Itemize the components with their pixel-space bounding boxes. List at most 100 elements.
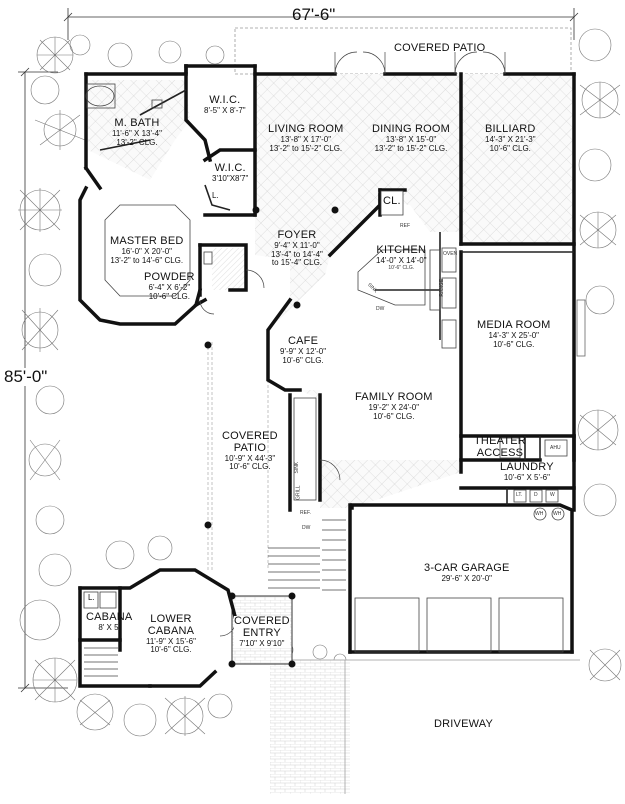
laundry-size: 10'-6" X 5'-6" bbox=[503, 472, 550, 482]
cafe-label: CAFE 9'-9" X 12'-0" 10'-6" CLG. bbox=[280, 335, 326, 365]
height-dimension: 85'-0" bbox=[4, 367, 48, 387]
master-bath-label: M. BATH 11'-6" X 13'-4" 13'-2" CLG. bbox=[112, 117, 162, 147]
master-bath-ceiling: 13'-2" CLG. bbox=[116, 137, 158, 147]
foyer-size: 9'-4" X 11'-0" bbox=[274, 240, 320, 250]
tile-floors bbox=[86, 74, 574, 508]
side-bench bbox=[576, 299, 586, 357]
media-ceiling: 10'-6" CLG. bbox=[493, 339, 535, 349]
grill-label: GRILL bbox=[295, 485, 302, 500]
wic1-label: W.I.C. 8'-5" X 8'-7" bbox=[204, 94, 246, 116]
covered-patio-top bbox=[234, 27, 572, 75]
garage-label: 3-CAR GARAGE 29'-6" X 20'-0" bbox=[424, 562, 510, 584]
kitchen-name: KITCHEN bbox=[376, 244, 427, 256]
covered-patio-center-ceiling: 10'-6" CLG. bbox=[229, 462, 271, 472]
kitchen-island bbox=[357, 249, 426, 306]
laundry-name: LAUNDRY bbox=[500, 461, 554, 473]
powder-size: 6'-4" X 6'-2" bbox=[148, 282, 191, 292]
plant-cluster-bottom-left bbox=[19, 535, 233, 737]
driveway-label: DRIVEWAY bbox=[434, 718, 494, 730]
garage-door-2 bbox=[426, 597, 492, 653]
lower-cabana-ceiling: 10'-6" CLG. bbox=[150, 645, 192, 655]
wh2-label: WH bbox=[553, 511, 562, 517]
media-name: MEDIA ROOM bbox=[477, 319, 551, 331]
dining-size: 13'-8" X 15'-0" bbox=[385, 134, 437, 144]
family-size: 19'-2" X 24'-0" bbox=[368, 402, 420, 412]
covered-patio-center-label: COVERED PATIO 10'-9" X 44'-3" 10'-6" CLG… bbox=[222, 430, 278, 472]
range-label: RANGE bbox=[439, 278, 446, 297]
wic1-name: W.I.C. bbox=[209, 94, 241, 106]
landscape-plants bbox=[18, 28, 622, 737]
living-ceiling: 13'-2" to 15'-2" CLG. bbox=[269, 143, 343, 153]
covered-patio-center-name2: PATIO bbox=[233, 441, 267, 454]
garage-door-3 bbox=[498, 597, 564, 653]
garage-name: 3-CAR GARAGE bbox=[424, 562, 510, 574]
columns bbox=[204, 206, 339, 668]
billiard-label: BILLIARD 14'-3" X 21'-3" 10'-6" CLG. bbox=[485, 123, 536, 153]
covered-patio-center-size: 10'-9" X 44'-3" bbox=[224, 453, 276, 463]
powder-ceiling: 10'-6" CLG. bbox=[148, 291, 190, 301]
covered-entry-name1: COVERED bbox=[234, 615, 290, 627]
cabana-label: CABANA 8' X 5' bbox=[86, 611, 133, 633]
covered-entry-label: COVERED ENTRY 7'10" X 9'10" bbox=[234, 615, 290, 649]
bathtub bbox=[85, 85, 115, 107]
living-label: LIVING ROOM 13'-8" X 17'-0" 13'-2" to 15… bbox=[268, 123, 344, 153]
fixtures bbox=[83, 83, 568, 677]
dw2-label: DW bbox=[302, 525, 311, 531]
foyer-ceiling2: to 15'-4" CLG. bbox=[271, 258, 323, 268]
garage-door-1 bbox=[354, 597, 420, 653]
media-label: MEDIA ROOM 14'-3" X 25'-0" 10'-6" CLG. bbox=[477, 319, 551, 349]
dw-label: DW bbox=[376, 306, 385, 312]
wic2-name: W.I.C. bbox=[214, 162, 246, 174]
laundry-label: LAUNDRY 10'-6" X 5'-6" bbox=[500, 461, 554, 483]
ref-label: REF bbox=[400, 223, 410, 229]
foyer-name: FOYER bbox=[277, 229, 317, 241]
covered-entry-name2: ENTRY bbox=[242, 626, 281, 639]
closet-label: CL. bbox=[383, 195, 401, 207]
plant-cluster-left bbox=[18, 188, 65, 535]
d-label: D bbox=[534, 492, 538, 498]
cabana-name: CABANA bbox=[86, 611, 133, 623]
ahu-label: AHU bbox=[550, 445, 561, 451]
lt-label: LT. bbox=[516, 492, 523, 498]
covered-patio-center-name1: COVERED bbox=[222, 430, 278, 442]
cabana-size: 8' X 5' bbox=[98, 622, 121, 632]
covered-entry-size: 7'10" X 9'10" bbox=[239, 638, 285, 648]
plant-cluster-right bbox=[577, 28, 622, 682]
master-bed-octagon bbox=[104, 204, 191, 297]
lower-cabana-name2: CABANA bbox=[147, 624, 195, 637]
lower-cabana-name1: LOWER bbox=[150, 613, 192, 625]
linen2-label: L. bbox=[88, 593, 95, 602]
theater-name2: ACCESS bbox=[476, 446, 524, 459]
foyer-ceiling: 13'-4" to 14'-4" bbox=[271, 249, 323, 259]
doors bbox=[199, 51, 506, 637]
sink2-label: SINK bbox=[294, 461, 301, 474]
lower-cabana-label: LOWER CABANA 11'-9" X 15'-6" 10'-6" CLG. bbox=[146, 613, 196, 655]
kitchen-ceiling: 10'-6" CLG. bbox=[388, 264, 415, 271]
cafe-ceiling: 10'-6" CLG. bbox=[282, 355, 324, 365]
billiard-name: BILLIARD bbox=[485, 123, 536, 135]
driveway-area bbox=[270, 659, 580, 794]
family-label: FAMILY ROOM 19'-2" X 24'-0" 10'-6" CLG. bbox=[355, 391, 433, 421]
living-name: LIVING ROOM bbox=[268, 123, 344, 135]
master-bath-size: 11'-6" X 13'-4" bbox=[112, 128, 162, 138]
width-dimension: 67'-6" bbox=[292, 5, 336, 24]
cafe-name: CAFE bbox=[287, 335, 319, 347]
w-label: W bbox=[550, 492, 555, 498]
wic2-size: 3'10"X8'7" bbox=[212, 173, 249, 183]
kitchen-size: 14'-0" X 14'-0" bbox=[376, 255, 427, 265]
powder-name: POWDER bbox=[144, 271, 195, 283]
stairs-entry bbox=[268, 547, 320, 589]
media-size: 14'-3" X 25'-0" bbox=[488, 330, 540, 340]
dining-ceiling: 13'-2" to 15'-2" CLG. bbox=[374, 143, 448, 153]
covered-patio-top-label: COVERED PATIO bbox=[394, 42, 486, 54]
theater-name1: THEATER bbox=[474, 435, 526, 447]
living-size: 13'-8" X 17'-0" bbox=[280, 134, 332, 144]
wic1-size: 8'-5" X 8'-7" bbox=[204, 105, 246, 115]
wic2-label: W.I.C. 3'10"X8'7" bbox=[212, 162, 249, 184]
theater-label: THEATER ACCESS bbox=[474, 435, 526, 460]
foyer-label: FOYER 9'-4" X 11'-0" 13'-4" to 14'-4" to… bbox=[271, 229, 323, 268]
lower-cabana-size: 11'-9" X 15'-6" bbox=[146, 636, 196, 646]
master-bed-name: MASTER BED bbox=[110, 235, 184, 247]
billiard-size: 14'-3" X 21'-3" bbox=[485, 134, 536, 144]
